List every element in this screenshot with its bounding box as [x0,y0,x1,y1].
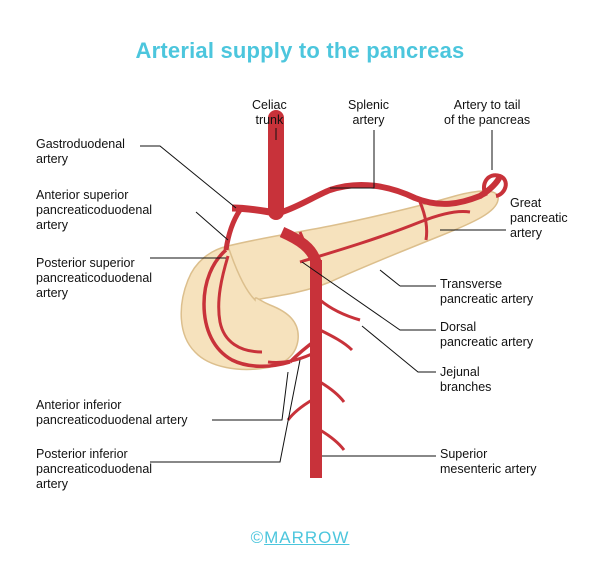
logo-wordmark: MARROW [264,528,350,547]
label-transverse-pancreatic-artery: Transverse pancreatic artery [440,277,534,306]
leader-splenic [330,130,375,189]
diagram-title: Arterial supply to the pancreas [135,38,465,63]
label-great-pancreatic-artery: Great pancreatic artery [510,196,568,240]
leader-jejunal [361,325,436,373]
label-dorsal-pancreatic-artery: Dorsal pancreatic artery [440,320,534,349]
label-superior-mesenteric-artery: Superior mesenteric artery [440,447,537,476]
splenic-artery-vessel [281,174,503,215]
marrow-logo: ©MARROW [0,528,600,548]
label-anterior-inferior-pd-artery: Anterior inferior pancreaticoduodenal ar… [36,398,188,427]
label-celiac-trunk: Celiac trunk [252,98,287,127]
copyright-symbol: © [250,528,265,547]
leader-ant-sup [195,211,229,241]
label-jejunal-branches: Jejunal branches [440,365,492,394]
label-anterior-superior-pd-artery: Anterior superior pancreaticoduodenal ar… [36,188,153,232]
label-gastroduodenal-artery: Gastroduodenal artery [36,137,125,166]
label-artery-to-tail: Artery to tail of the pancreas [444,98,531,127]
leader-ant-inf [212,371,289,421]
gastroduodenal-artery-vessel [223,208,243,251]
leader-transverse [379,269,436,287]
leader-dorsal [301,261,436,331]
label-splenic-artery: Splenic artery [348,98,389,127]
leader-gastroduodenal [140,145,237,209]
transverse-pancreatic-vessel [299,210,471,264]
leader-post-inf [150,359,301,463]
label-posterior-superior-pd-artery: Posterior superior pancreaticoduodenal a… [36,256,153,300]
label-posterior-inferior-pd-artery: Posterior inferior pancreaticoduodenal a… [36,447,153,491]
